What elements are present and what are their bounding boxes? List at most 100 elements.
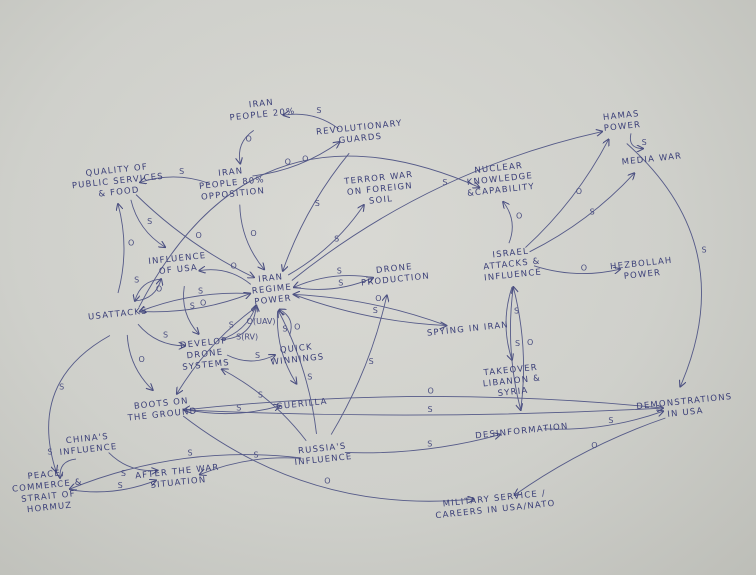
link-polarity: S <box>442 178 447 187</box>
link-polarity: O <box>231 262 237 271</box>
link-polarity: O <box>245 135 251 144</box>
link-polarity: S <box>236 403 241 412</box>
link-polarity: S <box>428 405 433 414</box>
link-polarity: S <box>229 320 234 329</box>
link-quality-to-influence <box>130 199 165 247</box>
node-takeover: TakeoverLibanon &Syria <box>481 363 543 402</box>
link-polarity: O <box>128 239 134 248</box>
link-polarity: O <box>576 187 582 196</box>
link-boots-to-guerilla <box>183 406 280 415</box>
link-polarity: S <box>187 449 192 458</box>
link-russia-to-afterwar <box>200 457 302 475</box>
link-russia-to-develop <box>222 369 307 442</box>
link-polarity: S <box>590 207 595 216</box>
link-demos-to-military <box>515 417 666 495</box>
link-polarity: S <box>47 448 52 457</box>
link-polarity: O <box>156 285 162 294</box>
link-regime-to-hamas <box>291 132 602 281</box>
link-iran20-to-iran80 <box>239 130 254 163</box>
link-usattacks-to-quality <box>118 204 125 294</box>
link-drone-to-regime <box>294 275 374 288</box>
link-polarity: S <box>427 439 432 448</box>
link-polarity: S <box>59 382 64 391</box>
link-polarity: S <box>134 275 139 284</box>
link-polarity: S <box>514 307 519 316</box>
link-polarity: S <box>701 245 706 254</box>
link-israel-to-media <box>529 173 635 253</box>
link-polarity: S <box>198 287 203 296</box>
link-hamas-to-demos <box>626 143 702 386</box>
node-regime: IranRegimePower <box>250 271 294 308</box>
link-revguards-to-iran20 <box>283 114 339 130</box>
link-spying-to-regime <box>294 294 447 327</box>
link-polarity: O <box>375 294 381 303</box>
link-polarity: S <box>316 106 321 115</box>
link-hamas-to-media <box>629 133 643 148</box>
link-china-to-peace <box>60 458 77 478</box>
link-polarity: S <box>190 302 195 311</box>
link-polarity: S <box>369 357 374 366</box>
link-polarity: S <box>121 469 126 478</box>
link-polarity: O <box>285 157 291 166</box>
link-revguards-to-regime <box>283 152 350 271</box>
link-usattacks-to-regime <box>139 294 251 313</box>
link-polarity: O <box>250 229 256 238</box>
link-polarity: S <box>515 339 520 348</box>
link-israel-to-hamas <box>525 139 608 248</box>
link-regime-to-drone <box>293 278 373 290</box>
link-usattacks-to-nuclear <box>138 155 480 308</box>
link-polarity: O <box>294 322 300 331</box>
link-polarity: S <box>338 278 343 287</box>
node-develop: Developdronesystems <box>180 336 231 374</box>
link-polarity: O <box>581 263 587 272</box>
link-develop-to-regime <box>220 305 256 341</box>
link-russia-to-peace <box>70 454 302 490</box>
link-boots-to-military <box>182 415 474 501</box>
link-regime-to-terror <box>287 205 364 276</box>
link-polarity: O <box>200 298 206 307</box>
link-polarity: S <box>147 217 152 226</box>
link-boots-to-demos <box>183 408 663 416</box>
link-israel-to-nuclear <box>503 202 513 244</box>
link-regime-to-influence <box>199 270 252 285</box>
node-nuclear: Nuclearknowledge&capability <box>464 160 535 200</box>
link-polarity: S <box>118 481 123 490</box>
link-usattacks-to-develop <box>137 323 185 346</box>
link-russia-to-drone <box>330 295 387 435</box>
link-polarity: O <box>302 155 308 164</box>
link-polarity: S(RV) <box>236 332 258 341</box>
link-polarity: O(UAV) <box>247 317 276 326</box>
link-regime-to-usattacks <box>140 292 251 311</box>
node-israel: Israelattacks &influence <box>481 246 543 285</box>
link-peace-to-afterwar <box>69 480 156 493</box>
link-polarity: S <box>642 138 647 147</box>
link-polarity: O <box>516 212 522 221</box>
link-polarity: O <box>427 387 433 396</box>
link-disinfo-to-israel <box>513 287 525 411</box>
link-influence-to-develop <box>183 286 199 334</box>
link-quality-to-regime <box>135 194 254 278</box>
link-regime-to-boots <box>177 305 258 394</box>
link-iran80-to-regime <box>239 204 264 270</box>
link-israel-to-hezbollah <box>533 265 620 274</box>
link-polarity: S <box>307 373 312 382</box>
link-usattacks-to-boots <box>126 334 153 390</box>
node-iran80: IranPeople 80%opposition <box>197 164 266 204</box>
link-regime-to-guerilla <box>276 311 296 383</box>
link-polarity: O <box>139 355 145 364</box>
link-polarity: S <box>258 390 263 399</box>
link-usattacks-to-peace <box>48 335 111 471</box>
node-hamas: Hamaspower <box>602 109 642 135</box>
link-polarity: O <box>527 338 533 347</box>
link-regime-to-spying <box>293 293 447 325</box>
link-russia-to-regime <box>278 311 317 435</box>
link-israel-to-disinfo <box>509 286 520 410</box>
link-develop-to-quick <box>226 355 275 362</box>
link-polarity: S <box>608 416 613 425</box>
link-polarity: S <box>315 199 320 208</box>
link-disinfo-to-demos <box>543 411 663 430</box>
link-russia-to-disinfo <box>344 435 500 454</box>
link-israel-to-takeover <box>505 286 512 360</box>
link-polarity: S <box>179 167 184 176</box>
